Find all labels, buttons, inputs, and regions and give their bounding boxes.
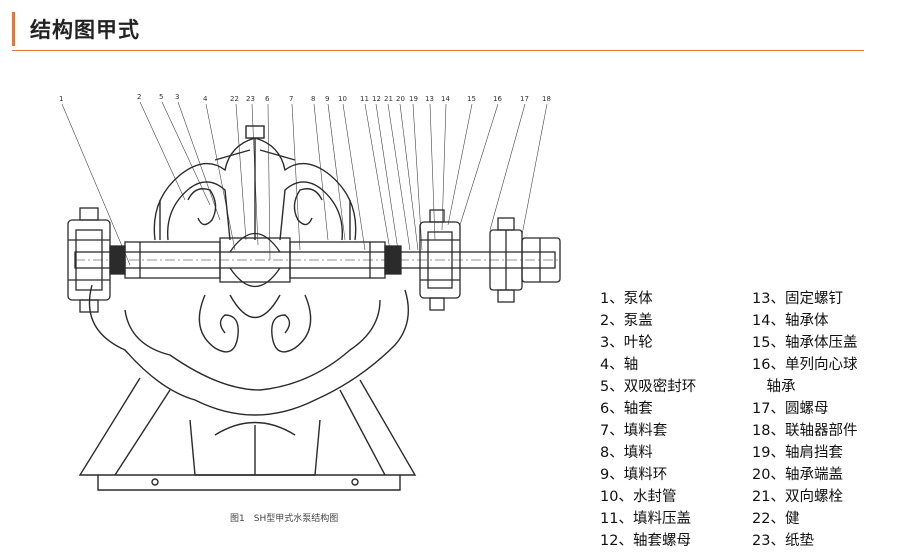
callout-label: 20 [396,95,405,103]
legend-item: 23、纸垫 [752,533,814,549]
left-bearing-housing [67,207,111,313]
figure-caption: 图1 SH型甲式水泵结构图 [230,514,339,524]
legend-item: 22、健 [752,511,800,527]
legend-item: 5、双吸密封环 [600,379,697,395]
legend-item: 8、填料 [600,445,653,461]
legend-item: 20、轴承端盖 [752,467,843,483]
callout-label: 23 [246,95,255,103]
legend-item: 14、轴承体 [752,313,829,329]
callout-label: 12 [372,95,381,103]
callout-label: 9 [325,95,329,103]
legend-item: 3、叶轮 [600,335,653,351]
callout-label: 13 [425,95,434,103]
legend-item: 2、泵盖 [600,313,653,329]
legend-item: 轴承 [752,379,796,395]
callout-labels: 1 2 5 3 4 22 23 6 7 8 9 10 11 12 21 20 1… [59,93,551,103]
legend-item: 12、轴套螺母 [600,533,691,549]
section-title: 结构图甲式 [30,18,140,42]
legend-item: 10、水封管 [600,489,677,505]
callout-label: 3 [175,93,179,101]
legend-item: 1、泵体 [600,291,653,307]
header-rule [12,50,864,51]
legend-item: 16、单列向心球 [752,357,858,373]
callout-label: 7 [289,95,293,103]
callout-label: 1 [59,95,63,103]
legend-item: 19、轴肩挡套 [752,445,843,461]
shaft-assembly [74,233,560,287]
callout-label: 14 [441,95,450,103]
callout-label: 18 [542,95,551,103]
callout-label: 17 [520,95,529,103]
legend-item: 9、填料环 [600,467,668,483]
header-accent-bar [12,12,15,46]
callout-label: 16 [493,95,502,103]
legend-item: 11、填料压盖 [600,511,691,527]
upper-cover [153,125,357,241]
legend-item: 13、固定螺钉 [752,291,843,307]
legend-item: 7、填料套 [600,423,668,439]
callout-label: 11 [360,95,369,103]
callout-label: 6 [265,95,270,103]
legend-item: 4、轴 [600,357,639,373]
pump-structure-diagram: 1 2 5 3 4 22 23 6 7 8 9 10 11 12 21 20 1… [20,90,580,540]
legend-item: 18、联轴器部件 [752,423,858,439]
callout-label: 21 [384,95,393,103]
coupling [489,217,561,303]
right-bearing-housing [419,209,461,311]
callout-label: 10 [338,95,347,103]
pump-base [78,377,417,491]
lower-casing [88,284,409,416]
legend-item: 6、轴套 [600,401,653,417]
legend-item: 17、圆螺母 [752,401,829,417]
callout-label: 15 [467,95,476,103]
legend-column-right: 13、固定螺钉 14、轴承体 15、轴承体压盖 16、单列向心球 轴承 17、圆… [752,288,857,552]
section-header: 结构图甲式 [0,0,906,56]
callout-label: 4 [203,95,208,103]
legend-column-left: 1、泵体 2、泵盖 3、叶轮 4、轴 5、双吸密封环 6、轴套 7、填料套 8、… [600,288,696,552]
callout-label: 19 [409,95,418,103]
legend-item: 21、双向螺栓 [752,489,843,505]
callout-label: 5 [159,93,163,101]
callout-label: 2 [137,93,141,101]
callout-label: 8 [311,95,315,103]
callout-label: 22 [230,95,239,103]
legend-item: 15、轴承体压盖 [752,335,858,351]
pump-drawing: 1 2 5 3 4 22 23 6 7 8 9 10 11 12 21 20 1… [59,93,561,491]
callout-leaders [61,101,548,266]
